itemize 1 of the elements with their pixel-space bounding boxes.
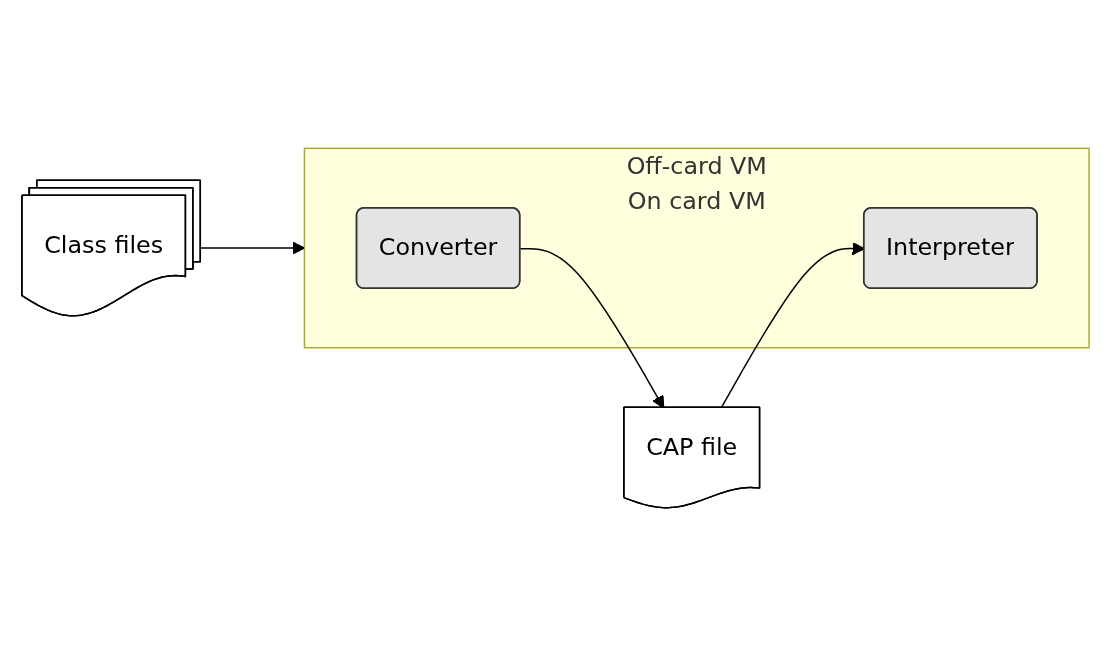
arrow [199,241,305,255]
